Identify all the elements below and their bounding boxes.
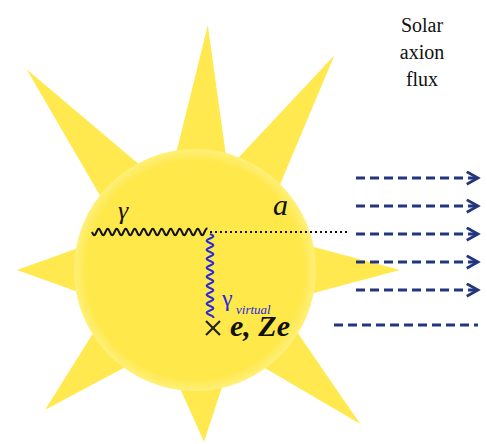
axion-symbol: a — [273, 190, 288, 220]
axion-line — [210, 231, 350, 233]
sun-rays — [17, 25, 400, 442]
target-cross — [206, 321, 220, 335]
virtual-photon-line — [207, 234, 214, 318]
photon-symbol: γ — [118, 198, 128, 224]
flux-arrow — [334, 324, 478, 327]
flux-arrow — [356, 261, 478, 264]
photon-line — [92, 229, 208, 236]
charge-label: e, Ze — [230, 311, 290, 341]
axion-flux-arrows — [334, 178, 478, 325]
flux-arrow — [356, 205, 478, 208]
flux-arrow — [356, 177, 478, 180]
flux-arrow — [356, 289, 478, 292]
virtual-photon-symbol: γ — [222, 286, 233, 310]
flux-title: Solar axion flux — [384, 12, 460, 93]
feynman-lines — [92, 229, 350, 318]
flux-arrow — [356, 233, 478, 236]
sun-disc — [74, 149, 316, 391]
